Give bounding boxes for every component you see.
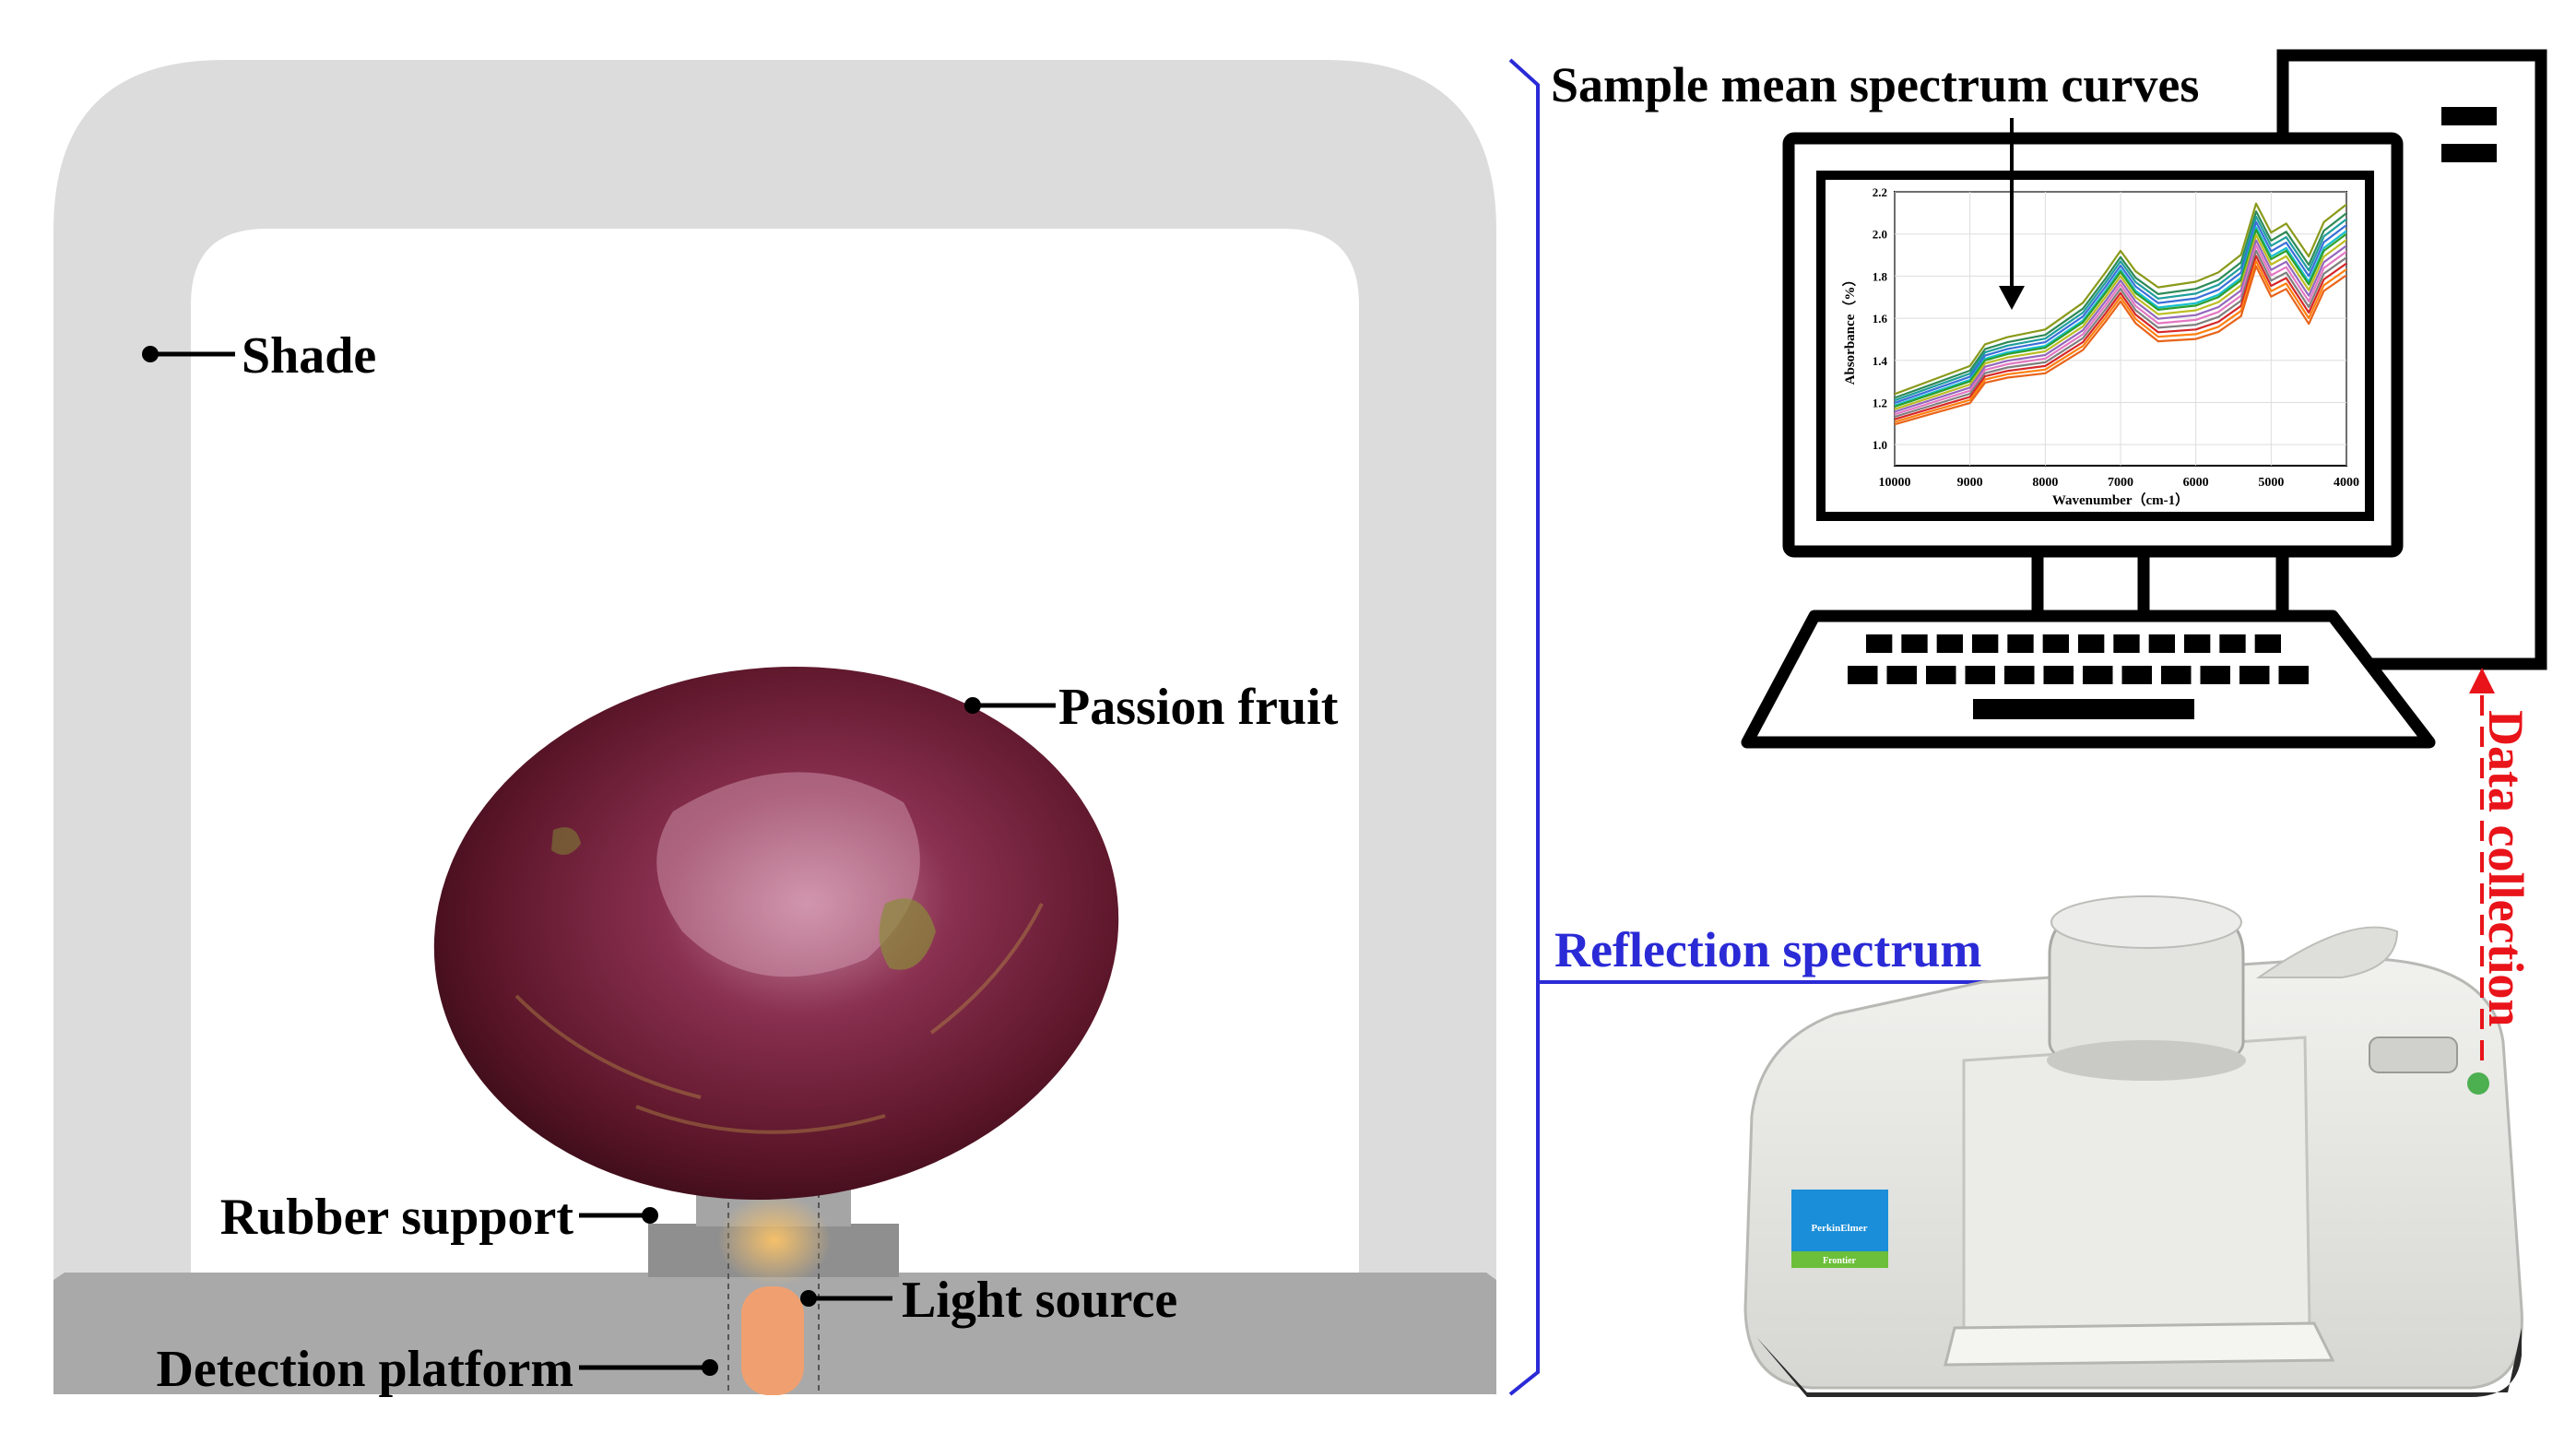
sample-tray — [1944, 1321, 2335, 1367]
key — [1936, 634, 1963, 653]
light-dot — [800, 1290, 817, 1307]
light-source-label: Light source — [902, 1272, 1177, 1329]
key — [2078, 634, 2105, 653]
spectrum-series — [1894, 229, 2347, 409]
x-tick-label: 10000 — [1879, 476, 1911, 490]
rubber-support-label: Rubber support — [220, 1189, 574, 1246]
shade-label: Shade — [242, 327, 376, 385]
spectrum-series — [1894, 249, 2347, 419]
light-source — [741, 1286, 804, 1395]
x-tick-label: 6000 — [2183, 476, 2209, 490]
x-tick-label: 8000 — [2032, 476, 2058, 490]
x-tick-label: 5000 — [2258, 476, 2284, 490]
key — [2007, 634, 2034, 653]
reflection-spectrum-label: Reflection spectrum — [1554, 922, 1981, 977]
monitor-screen — [1816, 171, 2374, 521]
computer — [1741, 49, 2547, 749]
key — [1848, 666, 1878, 684]
passion-fruit — [433, 666, 1119, 1201]
data-collection-label: Data collection — [2478, 710, 2534, 1026]
keyboard-keys — [1848, 634, 2309, 719]
key — [2184, 634, 2211, 653]
y-tick-label: 1.4 — [1873, 354, 1888, 368]
spectrum-series — [1894, 260, 2347, 423]
display-window — [2369, 1036, 2458, 1073]
fruit-dot — [964, 697, 981, 714]
key — [2161, 666, 2192, 684]
data-collection-arrow — [2469, 668, 2495, 1060]
fruit-texture — [514, 903, 1044, 1134]
fruit-spot — [879, 898, 936, 970]
x-tick-label: 4000 — [2334, 476, 2359, 490]
brand-badge-stripe — [1791, 1251, 1888, 1268]
key — [2278, 666, 2309, 684]
spectrum-series — [1894, 202, 2347, 396]
key — [2200, 666, 2230, 684]
spectrum-chart: 10000 9000 8000 7000 6000 5000 4000 1.0 1.2 1.4 1.… — [1841, 185, 2359, 508]
y-tick-label: 1.6 — [1873, 312, 1888, 326]
platform-dot — [702, 1359, 718, 1376]
y-axis-label: Absorbance（%） — [1841, 273, 1858, 385]
key — [2113, 634, 2140, 653]
y-tick-label: 2.2 — [1873, 185, 1887, 199]
shade-hood — [53, 60, 1496, 1280]
x-axis-label: Wavenumber（cm-1） — [2052, 491, 2189, 508]
y-tick-label: 2.0 — [1873, 228, 1887, 242]
power-led — [2467, 1072, 2489, 1095]
tower-slot-2 — [2441, 144, 2497, 162]
x-tick-label: 7000 — [2108, 476, 2133, 490]
key — [2121, 666, 2152, 684]
spectrum-series — [1894, 244, 2347, 416]
shade-dot — [142, 346, 159, 362]
brand-name: PerkinElmer — [1811, 1223, 1867, 1234]
key — [2148, 634, 2175, 653]
key — [1926, 666, 1956, 684]
spectrum-series — [1894, 210, 2347, 399]
spectrum-series — [1894, 215, 2347, 402]
passion-fruit-label: Passion fruit — [1058, 679, 1339, 736]
light-glow — [717, 1194, 832, 1286]
sample-curves-label: Sample mean spectrum curves — [1551, 57, 2199, 113]
key — [2043, 666, 2074, 684]
y-tick-label: 1.0 — [1873, 438, 1887, 452]
key — [1972, 634, 1999, 653]
instrument-front-panel — [1962, 1036, 2311, 1339]
model-name: Frontier — [1823, 1256, 1856, 1266]
spectrum-series — [1894, 233, 2347, 410]
spectrum-series — [1894, 226, 2347, 407]
turret-ring — [2047, 1040, 2246, 1081]
spectrometer: PerkinElmer Frontier — [1743, 895, 2523, 1397]
key — [1866, 634, 1893, 653]
bracket — [1508, 58, 1540, 1396]
detection-platform-label: Detection platform — [156, 1341, 573, 1398]
key — [1965, 666, 1995, 684]
key — [2004, 666, 2035, 684]
key — [2254, 634, 2281, 653]
spacebar-key — [1973, 699, 2194, 719]
y-tick-label: 1.2 — [1873, 396, 1887, 409]
instrument-handle — [2255, 926, 2399, 978]
fruit-body — [433, 666, 1119, 1201]
fruit-spot-2 — [551, 827, 581, 856]
spectrum-series — [1894, 265, 2347, 426]
key — [2083, 666, 2113, 684]
x-tick-label: 9000 — [1957, 476, 1983, 490]
leader-lines — [142, 346, 1056, 1376]
spectrum-series — [1894, 239, 2347, 413]
turret-top — [2050, 895, 2242, 949]
y-tick-label: 1.8 — [1873, 269, 1888, 283]
tower-slot-1 — [2441, 107, 2497, 125]
key — [2239, 666, 2270, 684]
key — [1901, 634, 1928, 653]
fruit-highlight — [656, 772, 920, 977]
key — [2042, 634, 2069, 653]
key — [1886, 666, 1917, 684]
key — [2219, 634, 2246, 653]
spectrum-series — [1894, 220, 2347, 404]
support-dot — [642, 1207, 658, 1224]
spectrum-series — [1894, 255, 2347, 420]
chart-arrow — [1999, 118, 2025, 310]
